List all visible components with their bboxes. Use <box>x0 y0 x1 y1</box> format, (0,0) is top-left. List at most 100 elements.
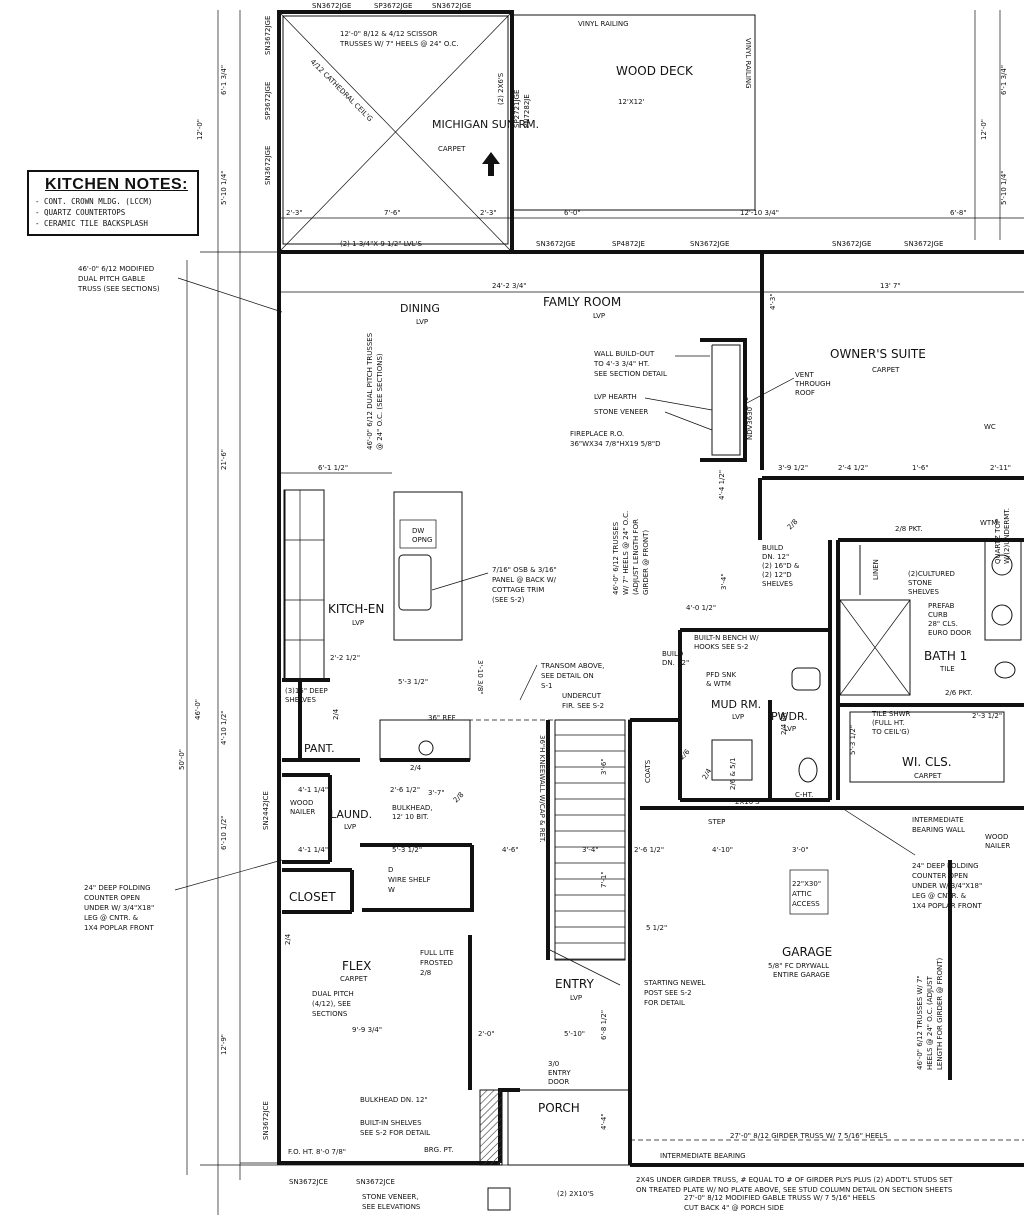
garage-note-1: 5/8" FC DRYWALL <box>768 962 829 970</box>
window-tag: SP4872JE <box>612 240 645 248</box>
note-girder: 27'-0" 8/12 GIRDER TRUSS W/ 7 5/16" HEEL… <box>730 1132 888 1140</box>
room-bath-floor: TILE <box>939 665 955 673</box>
dim-e-30: 3'-0" <box>792 846 809 854</box>
staircase <box>555 734 625 960</box>
room-dining-floor: LVP <box>416 318 428 326</box>
dim-b-239: 2'-3 1/2" <box>972 712 1002 720</box>
room-pantry: PANT. <box>304 742 335 755</box>
dim-laund-41b: 4'-1 1/4" <box>298 846 328 854</box>
window-tag: (2) 2x6's <box>497 72 505 105</box>
dim-e-34: 3'-4" <box>582 846 599 854</box>
room-mudroom-floor: LVP <box>732 713 744 721</box>
dim-kitchen-221: 2'-2 1/2" <box>330 654 360 662</box>
dim-f-510: 5'-10" <box>564 1030 585 1038</box>
garage-note-2: ENTIRE GARAGE <box>773 971 830 979</box>
room-family: FAMLY ROOM <box>543 295 621 309</box>
note-dual-pitch: 46'-0" 6/12 DUAL PITCH TRUSSES@ 24" O.C.… <box>366 332 384 450</box>
dim-f-68: 6'-8 1/2" <box>600 1010 608 1040</box>
window-tag: SN3672JCE <box>356 1178 395 1186</box>
leader-lines <box>174 277 916 986</box>
room-dining: DINING <box>400 302 440 315</box>
dim-left-7: 4'-10 1/2" <box>220 710 228 745</box>
dim-left-4: 21'-6" <box>220 449 228 470</box>
window-tag: SP3672JGE <box>264 82 272 120</box>
room-family-floor: LVP <box>593 312 605 320</box>
room-flex: FLEX <box>342 959 371 973</box>
door-label: 2/4 PR <box>780 712 788 735</box>
note-kneewall: 36"H KNEEWALL W/CAP & RET. <box>538 735 546 843</box>
room-deck-size: 12'x12' <box>618 98 645 106</box>
dim-laund-26: 2'-6 1/2" <box>390 786 420 794</box>
dim-left-2: 12'-0" <box>196 119 204 140</box>
note-vinyl-railing-v: VINYL RAILING <box>744 38 752 89</box>
room-entry: ENTRY <box>555 977 594 991</box>
interior-walls <box>282 254 1024 1090</box>
dim-e-410: 4'-10" <box>712 846 733 854</box>
dim-s-51: 5 1/2" <box>646 924 667 932</box>
dim-left-3: 5'-10 1/4" <box>220 170 228 205</box>
room-powder-floor: LVP <box>784 725 796 733</box>
dim-kitchen-61: 6'-1 1/2" <box>318 464 348 472</box>
room-garage: GARAGE <box>782 945 832 959</box>
dimension-lines <box>186 10 1024 1215</box>
dim-right-1: 6'-1 3/4" <box>1000 65 1008 95</box>
note-quartz: QUARTZ TOPW/(2)UNDERMT. <box>994 508 1011 564</box>
note-pfd: PFD SNK& WTM <box>706 671 737 688</box>
dim-top-a: 2'-3" <box>286 209 303 217</box>
room-closet: CLOSET <box>289 890 336 904</box>
dim-o-391: 3'-9 1/2" <box>778 464 808 472</box>
note-bulkhead-laund: BULKHEAD,12' 10 BIT. <box>392 804 433 821</box>
window-tag: SN3672JCE <box>262 1101 270 1140</box>
dim-stair-71: 7'-1" <box>600 871 608 888</box>
note-stone-veneer: STONE VENEER,SEE ELEVATIONS <box>362 1193 421 1211</box>
room-laundry-floor: LVP <box>344 823 356 831</box>
dim-left-9: 12'-9" <box>220 1034 228 1055</box>
note-veneer: STONE VENEER <box>594 408 648 416</box>
dim-f-99: 9'-9 3/4" <box>352 1026 382 1034</box>
note-pkt-26: 2/6 PKT. <box>945 689 972 697</box>
room-owners-floor: CARPET <box>872 366 900 374</box>
note-two-x10: 2x10's <box>735 798 760 806</box>
dim-e-46: 4'-6" <box>502 846 519 854</box>
dim-stair-36: 3'-6" <box>600 758 608 775</box>
dim-b-531: 5'-3 1/2" <box>849 725 857 755</box>
utility-sink <box>791 667 821 691</box>
dim-m-34: 3'-4" <box>720 573 728 590</box>
window-tag: PN7282JE <box>523 94 531 128</box>
kitchen-note-1: - CONT. CROWN MLDG. (LCCM) <box>35 197 153 206</box>
dim-m-40: 4'-0 1/2" <box>686 604 716 612</box>
wood-deck <box>512 14 756 211</box>
note-int-bearing: INTERMEDIATE BEARING <box>660 1152 746 1160</box>
dim-left-8: 6'-10 1/2" <box>220 815 228 850</box>
dim-o-43: 4'-3" <box>769 293 777 310</box>
room-wi-closet: WI. CLS. <box>902 755 952 769</box>
note-under-girder: 2x4s UNDER GIRDER TRUSS, # EQUAL TO # OF… <box>636 1176 953 1194</box>
note-bench: BUILT-N BENCH W/HOOKS SEE S-2 <box>694 634 759 651</box>
porch-column <box>487 1187 511 1211</box>
sunroom-cathedral-x <box>280 13 511 251</box>
dim-right-3: 5'-10 1/4" <box>1000 170 1008 205</box>
room-sunroom: MICHIGAN SUN RM. <box>432 118 539 131</box>
kitchen-island <box>393 491 463 641</box>
dim-laund-53: 5'-3 1/2" <box>392 846 422 854</box>
window-tag: SP3672JGE <box>374 2 412 10</box>
room-wi-closet-floor: CARPET <box>914 772 942 780</box>
dim-left-5: 46'-0" <box>194 699 202 720</box>
